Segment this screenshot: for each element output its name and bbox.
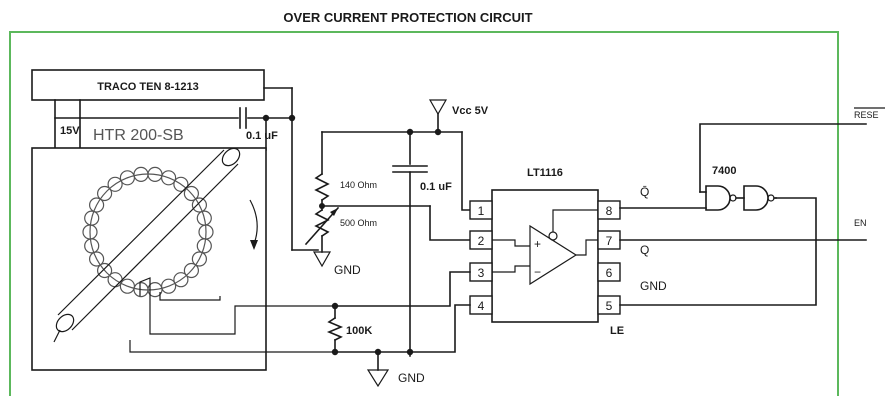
capacitor-c2-label: 0.1 uF <box>420 181 452 193</box>
coil-winding <box>88 197 105 213</box>
svg-text:6: 6 <box>606 266 613 280</box>
coil-winding <box>196 238 212 254</box>
resistor-140-ohm <box>314 172 330 202</box>
coil-winding <box>191 197 207 213</box>
ground-1-label: GND <box>334 263 361 277</box>
capacitor-c2 <box>392 165 428 173</box>
ground-symbol-1 <box>312 251 332 268</box>
svg-text:8: 8 <box>606 204 613 218</box>
supply-15v-label: 15V <box>60 125 80 137</box>
potentiometer-500-ohm-label: 500 Ohm <box>340 218 377 228</box>
resistor-100k-label: 100K <box>346 325 372 337</box>
ground-2-label: GND <box>398 371 425 385</box>
svg-text:1: 1 <box>478 204 485 218</box>
primary-conductor <box>53 147 241 343</box>
coil-winding <box>96 185 113 202</box>
resistor-100k <box>326 316 344 342</box>
pin-7: 7 <box>597 230 621 250</box>
coil-winding <box>84 210 100 226</box>
diagram-title: OVER CURRENT PROTECTION CIRCUIT <box>283 10 532 25</box>
pin-4: 4 <box>469 295 493 315</box>
signal-le-label: LE <box>610 325 624 337</box>
vcc-arrow-icon <box>428 99 448 133</box>
resistor-140-ohm-label: 140 Ohm <box>340 180 377 190</box>
potentiometer-500-ohm <box>314 208 330 238</box>
arrow-head-icon <box>250 240 258 250</box>
svg-text:7: 7 <box>606 234 613 248</box>
svg-text:5: 5 <box>606 299 613 313</box>
svg-text:+: + <box>534 237 541 251</box>
coil-winding <box>191 251 207 267</box>
svg-text:−: − <box>534 265 541 279</box>
nand-gate-2 <box>743 185 775 211</box>
coil-winding <box>183 185 199 202</box>
vcc-label: Vcc 5V <box>452 105 489 117</box>
signal-q-label: Q <box>640 243 649 257</box>
coil-winding <box>96 262 113 279</box>
pin-2: 2 <box>469 230 493 250</box>
coil-winding <box>161 170 177 186</box>
power-supply-box <box>31 69 265 101</box>
pin-1: 1 <box>469 200 493 220</box>
gate-label: 7400 <box>712 165 736 177</box>
svg-text:3: 3 <box>478 266 485 280</box>
svg-text:2: 2 <box>478 234 485 248</box>
power-supply-label: TRACO TEN 8-1213 <box>97 81 198 93</box>
coil-winding <box>183 262 199 279</box>
frame-border <box>9 31 839 396</box>
coil-winding <box>119 278 136 294</box>
comparator-ic <box>491 189 599 323</box>
toroid-coil <box>82 166 214 298</box>
capacitor-c1 <box>239 107 247 129</box>
signal-gnd-label: GND <box>640 279 667 293</box>
coil-winding <box>173 272 189 288</box>
signal-q-bar-label: Q̄ <box>640 185 649 199</box>
current-sensor-box <box>31 147 267 371</box>
capacitor-c1-label: 0.1 uF <box>246 130 278 142</box>
pin-3: 3 <box>469 262 493 282</box>
pin-5: 5 <box>597 295 621 315</box>
coil-winding <box>173 176 189 192</box>
svg-text:4: 4 <box>478 299 485 313</box>
pin-8: 8 <box>597 200 621 220</box>
nand-gate-1 <box>705 185 737 211</box>
coil-winding <box>107 176 123 192</box>
coil-winding <box>196 210 212 226</box>
current-sensor-label: HTR 200-SB <box>93 127 184 144</box>
en-output-label: EN <box>854 218 867 228</box>
comparator-label: LT1116 <box>527 167 563 179</box>
pin-6: 6 <box>597 262 621 282</box>
reset-output-label: RESE <box>854 110 879 120</box>
ground-symbol-2 <box>366 369 390 388</box>
coil-winding <box>88 251 105 267</box>
